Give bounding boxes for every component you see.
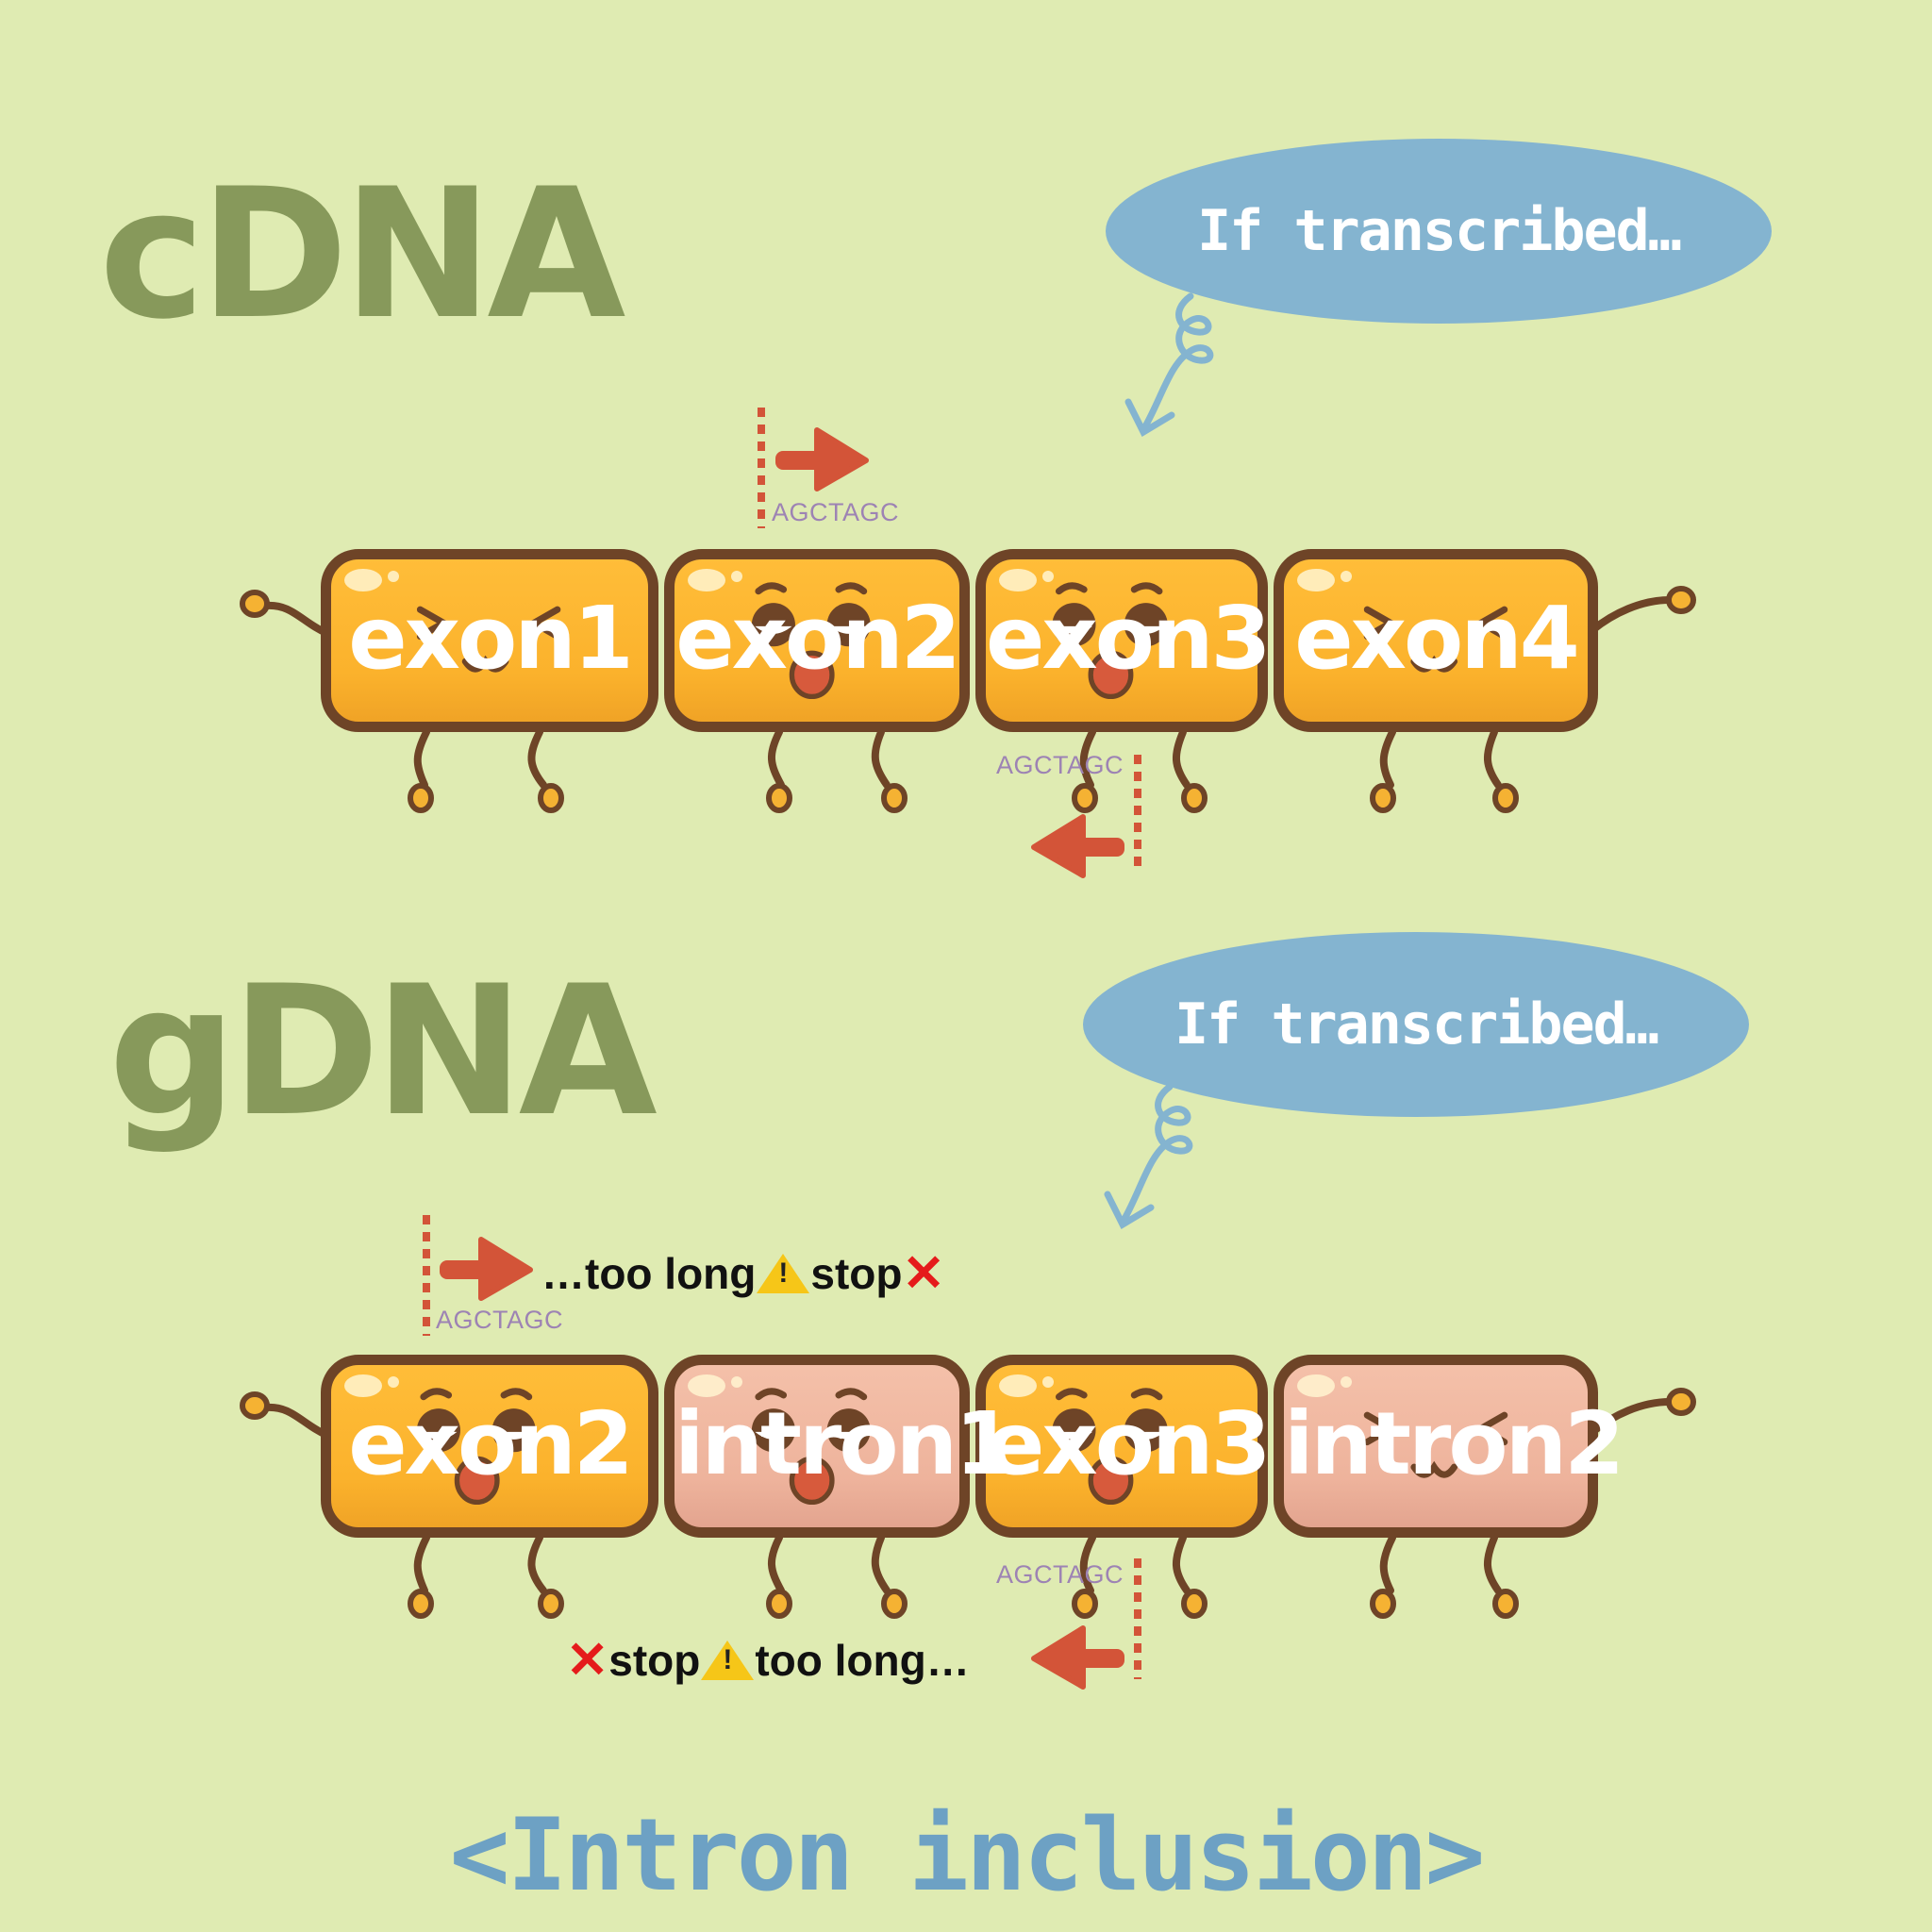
stop-x-icon: ✕	[566, 1632, 609, 1689]
segment-label: exon2	[675, 588, 960, 689]
segment-intron2: intron2	[1274, 1355, 1624, 1538]
worried-face-icon	[416, 1388, 536, 1506]
happy-face-icon	[1363, 1411, 1508, 1478]
forward-primer-sequence: AGCTAGC	[436, 1306, 564, 1334]
worried-face-icon	[1052, 582, 1168, 700]
segment-label: exon3	[986, 588, 1271, 689]
curly-arrow-icon	[1104, 1083, 1193, 1229]
cdna-feet	[240, 586, 1696, 813]
reverse-extension-note: ✕ stop ! too long…	[566, 1630, 970, 1690]
worried-face-icon	[1052, 1388, 1168, 1506]
reverse-primer-gdna	[1031, 1558, 1141, 1690]
reverse-primer-sequence: AGCTAGC	[996, 1560, 1124, 1589]
segment-label: exon3	[986, 1393, 1271, 1494]
segment-exon4: exon4	[1274, 549, 1598, 732]
reverse-arrow-icon	[1031, 1625, 1124, 1690]
gdna-limbs	[262, 1398, 1674, 1594]
worried-face-icon	[751, 1388, 871, 1506]
warning-icon: !	[701, 1640, 755, 1680]
worried-face-icon	[751, 582, 871, 700]
footer-caption: <Intron inclusion>	[449, 1797, 1486, 1913]
curly-arrow-icon	[1124, 292, 1214, 437]
happy-face-icon	[416, 606, 561, 673]
forward-arrow-icon	[775, 427, 869, 491]
note-text: stop	[608, 1635, 701, 1685]
cdna-limbs	[262, 596, 1674, 789]
forward-primer-gdna	[423, 1215, 533, 1336]
segment-label: exon4	[1294, 588, 1579, 689]
segment-exon3: exon3	[975, 549, 1271, 732]
warning-icon: !	[757, 1253, 810, 1293]
reverse-primer-cdna	[1031, 755, 1141, 878]
note-text: too long…	[755, 1635, 970, 1685]
segment-exon1: exon1	[321, 549, 658, 732]
reverse-primer-sequence: AGCTAGC	[996, 751, 1124, 779]
happy-face-icon	[1363, 606, 1508, 673]
forward-extension-note: …too long ! stop ✕	[541, 1243, 945, 1303]
forward-primer-sequence: AGCTAGC	[772, 498, 900, 526]
segment-label: intron1	[675, 1393, 1015, 1494]
speech-bubble-cdna: If transcribed…	[1106, 139, 1772, 324]
segment-label: exon2	[348, 1393, 633, 1494]
gdna-feet	[240, 1388, 1696, 1619]
segment-label: exon1	[348, 588, 633, 689]
reverse-arrow-icon	[1031, 814, 1124, 878]
forward-arrow-icon	[440, 1237, 533, 1301]
note-text: stop	[810, 1248, 903, 1298]
segment-exon2: exon2	[321, 1355, 658, 1538]
segment-label: intron2	[1284, 1393, 1624, 1494]
gdna-title: gDNA	[108, 947, 658, 1156]
note-text: …too long	[541, 1248, 757, 1298]
cdna-title: cDNA	[99, 150, 625, 358]
segment-intron1: intron1	[664, 1355, 1015, 1538]
segment-exon2: exon2	[664, 549, 970, 732]
stop-x-icon: ✕	[902, 1245, 945, 1302]
speech-bubble-gdna: If transcribed…	[1083, 932, 1749, 1117]
segment-exon3: exon3	[975, 1355, 1271, 1538]
forward-primer-cdna	[758, 408, 869, 528]
